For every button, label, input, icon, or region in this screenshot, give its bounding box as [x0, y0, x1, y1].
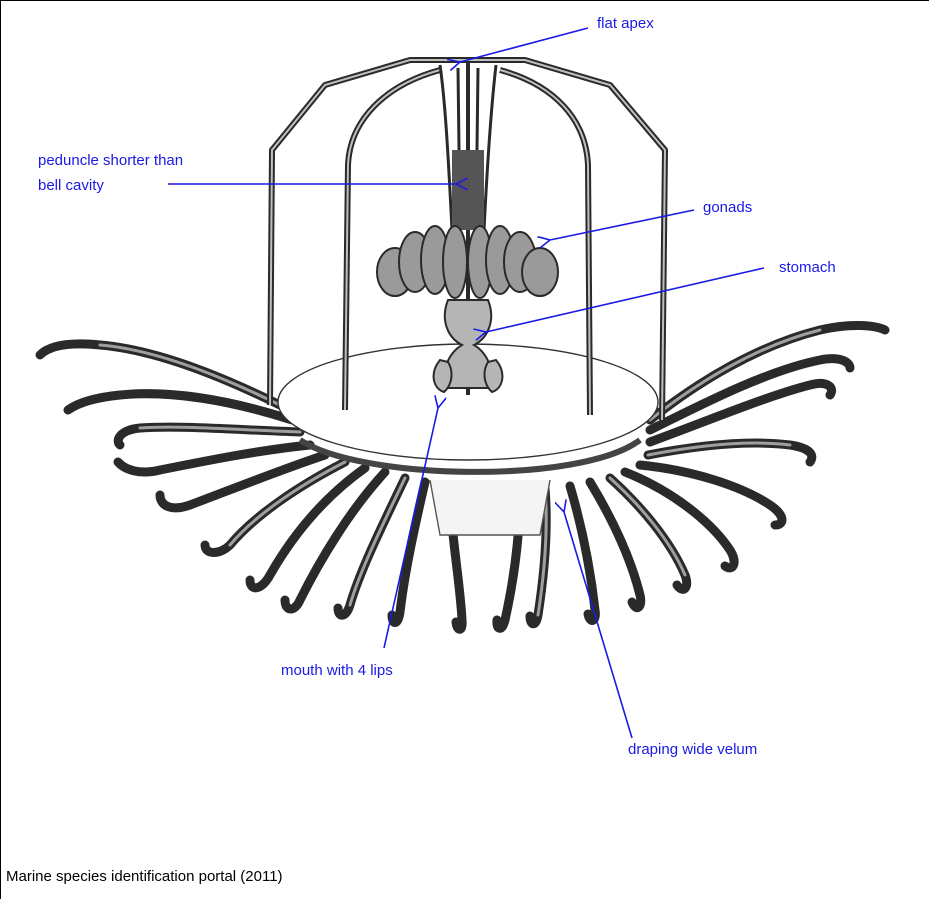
label-gonads: gonads [703, 198, 752, 218]
label-flat-apex: flat apex [597, 14, 654, 34]
label-stomach: stomach [779, 258, 836, 278]
arrow-flat-apex [460, 28, 588, 62]
figure-caption: Marine species identification portal (20… [6, 868, 283, 885]
arrow-gonads [550, 210, 694, 240]
label-peduncle-line2: bell cavity [38, 176, 104, 196]
label-velum: draping wide velum [628, 740, 757, 760]
label-peduncle-line1: peduncle shorter than [38, 151, 183, 171]
label-mouth: mouth with 4 lips [281, 661, 393, 681]
